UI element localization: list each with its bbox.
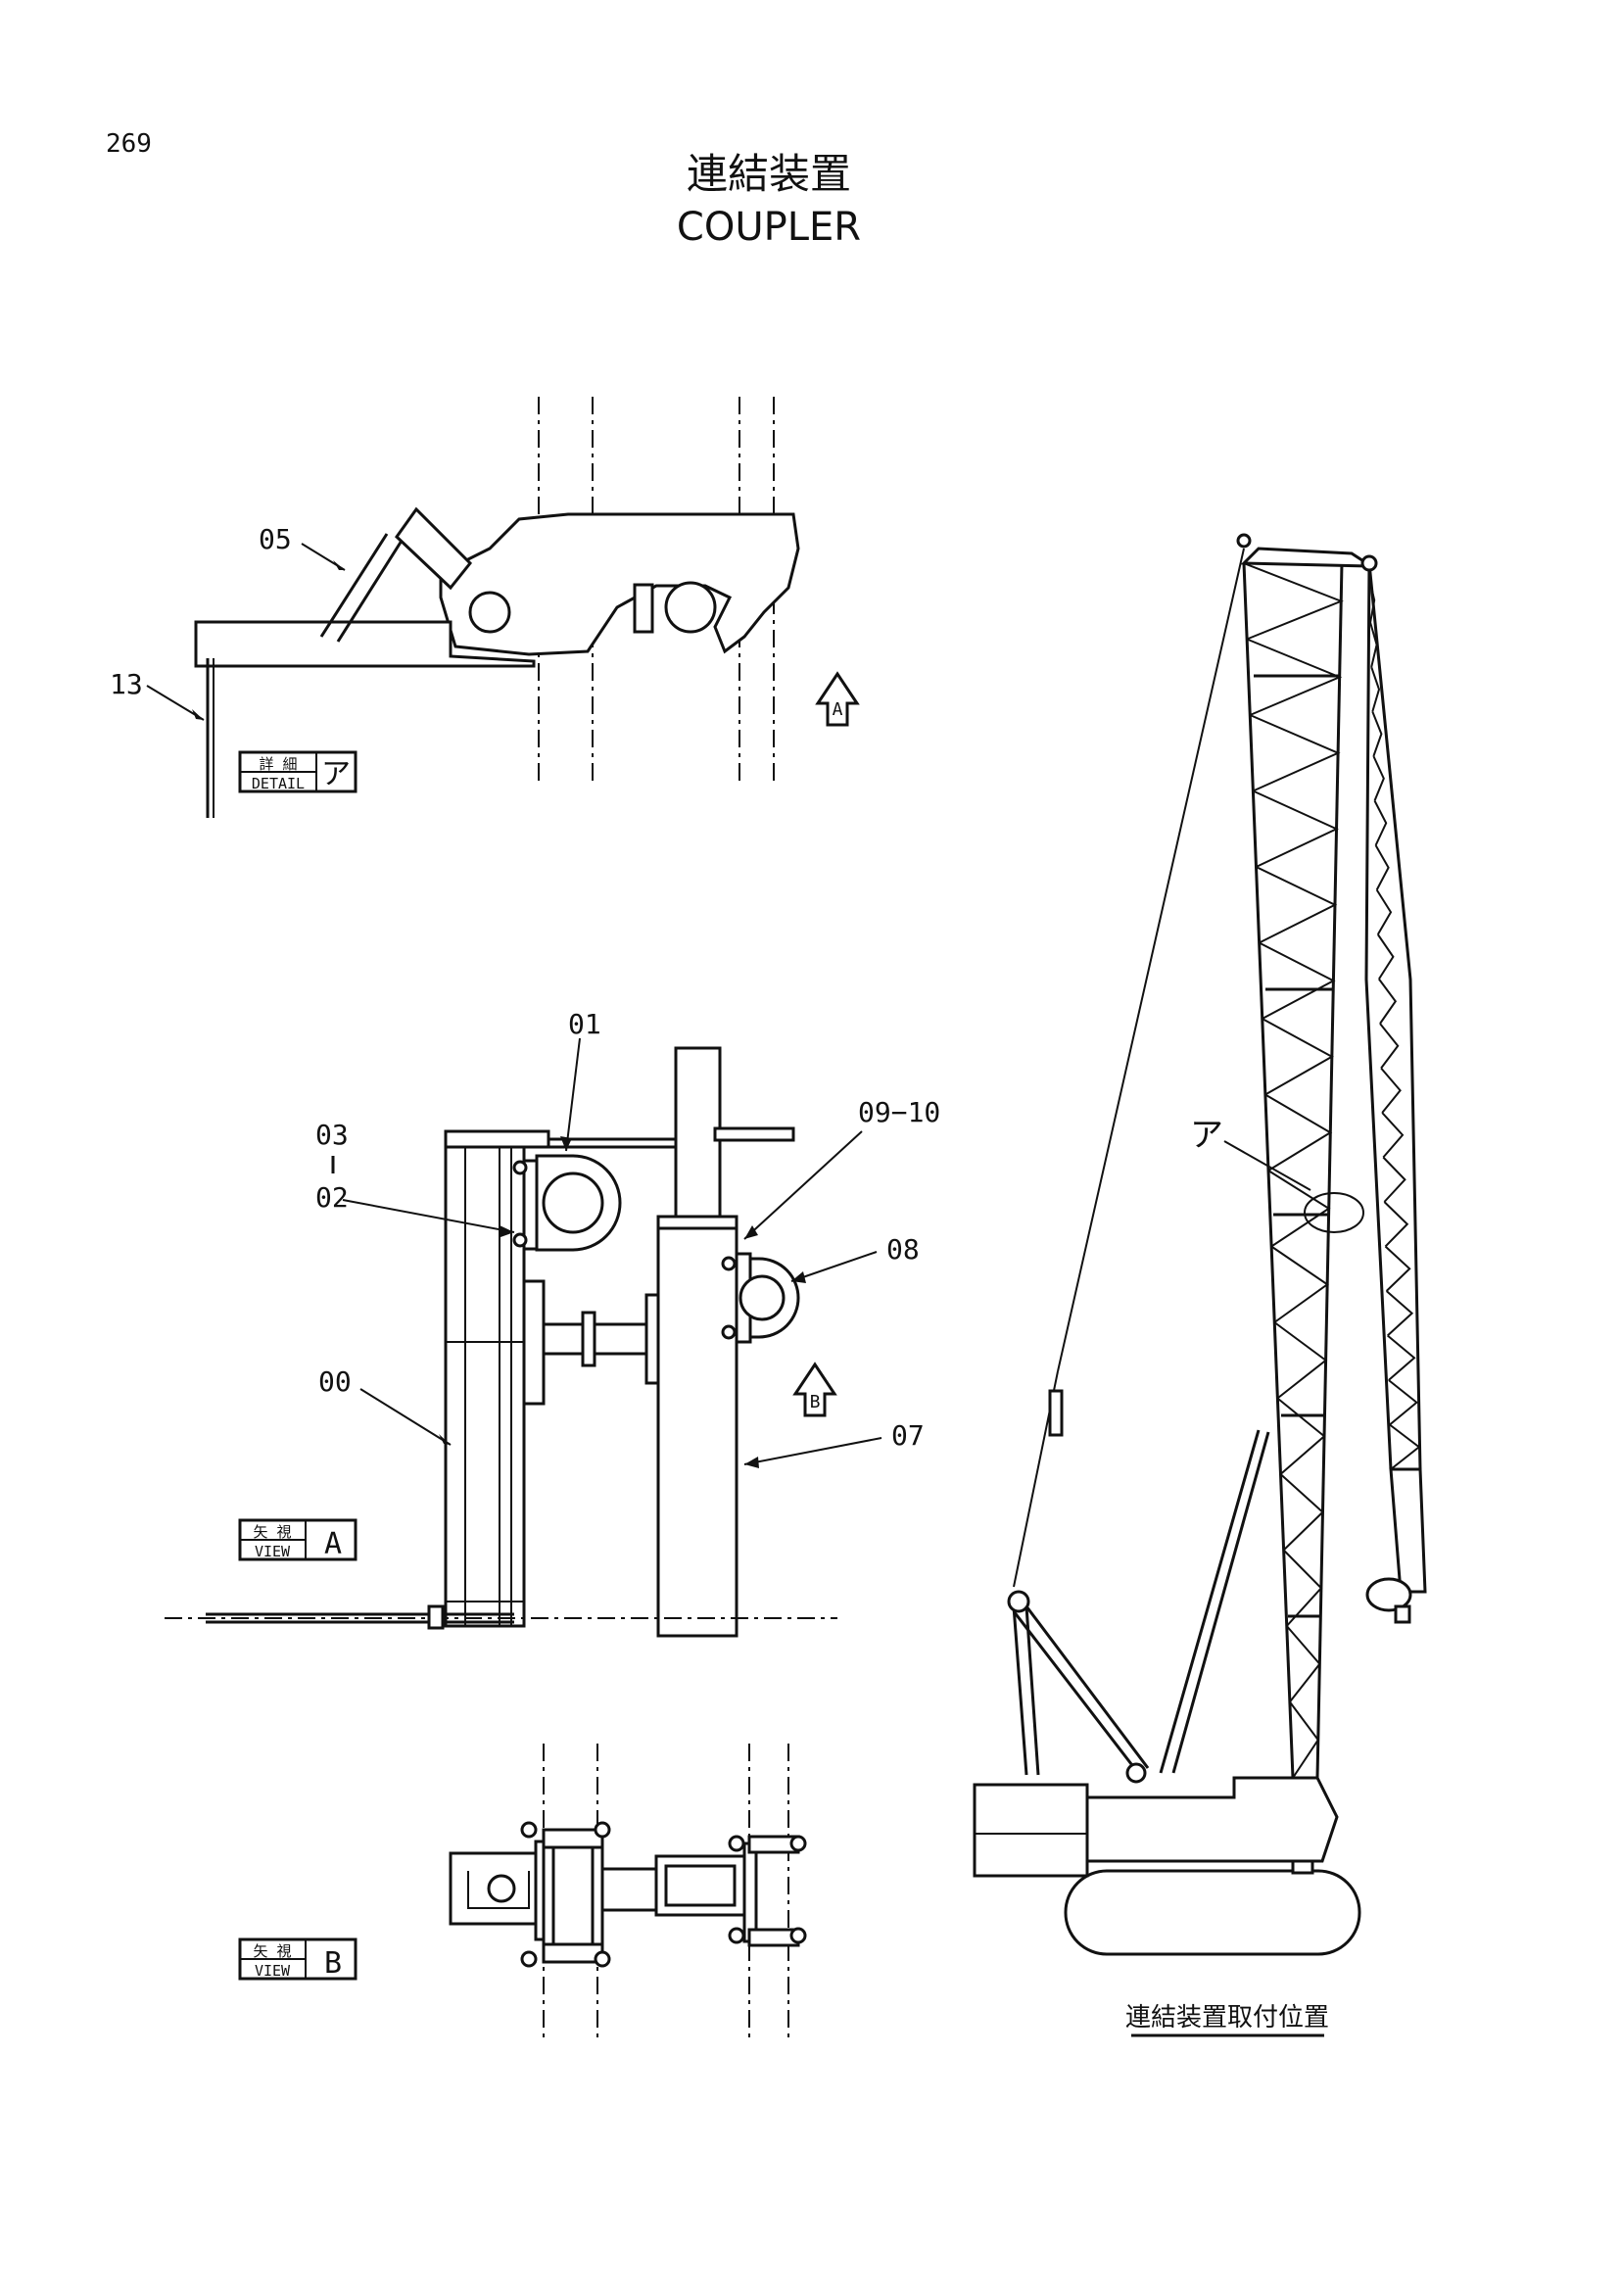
part-label-01: 01 xyxy=(568,1008,601,1040)
detail-label-jp: 詳 細 xyxy=(259,755,297,773)
part-label-02: 02 xyxy=(315,1181,349,1214)
page-number: 269 xyxy=(106,129,152,159)
part-label-05: 05 xyxy=(259,523,292,555)
part-label-13: 13 xyxy=(110,668,143,700)
part-label-07: 07 xyxy=(891,1419,925,1452)
part-label-03: 03 xyxy=(315,1119,349,1151)
crane-caption: 連結装置取付位置 xyxy=(1125,2003,1329,2033)
title-japanese: 連結装置 xyxy=(687,150,851,198)
crane-detail-mark: ア xyxy=(1190,1116,1223,1155)
title-english: COUPLER xyxy=(677,205,861,250)
view-a: 01 03 02 09−10 08 00 07 B 矢 視 VIEW A xyxy=(165,1008,940,1638)
view-a-label-mark: A xyxy=(324,1527,342,1561)
part-label-00: 00 xyxy=(318,1365,352,1398)
part-label-08: 08 xyxy=(886,1233,920,1266)
view-b-label-mark: B xyxy=(324,1946,342,1981)
detail-view: 05 13 A 詳 細 DETAIL ア xyxy=(110,397,860,818)
view-a-label-jp: 矢 視 xyxy=(253,1523,291,1541)
detail-label-mark: ア xyxy=(321,757,351,791)
part-label-09-10: 09−10 xyxy=(858,1096,940,1128)
crane-view: ア 連結装置取付位置 xyxy=(973,533,1427,2037)
detail-label-en: DETAIL xyxy=(252,775,305,792)
view-b-label-en: VIEW xyxy=(255,1962,291,1980)
view-b-label-jp: 矢 視 xyxy=(253,1942,291,1960)
arrow-a-mark: A xyxy=(833,699,843,720)
view-a-label-en: VIEW xyxy=(255,1543,291,1560)
view-b: 矢 視 VIEW B xyxy=(238,1744,807,2042)
arrow-b-mark: B xyxy=(810,1392,821,1412)
